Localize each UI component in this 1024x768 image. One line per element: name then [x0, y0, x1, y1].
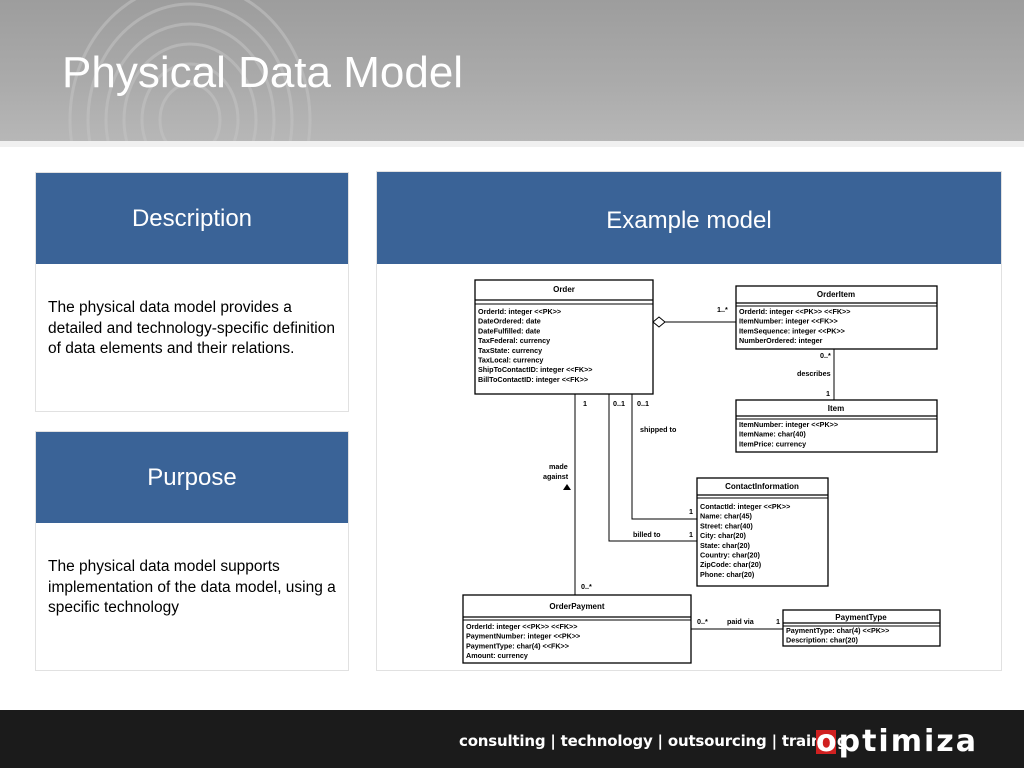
- entity-paymenttype-title: PaymentType: [835, 613, 887, 622]
- entity-order-title: Order: [553, 285, 575, 294]
- purpose-panel: Purpose The physical data model supports…: [35, 431, 349, 671]
- entity-attribute: ItemSequence: integer <<PK>>: [739, 326, 845, 335]
- description-heading: Description: [36, 173, 348, 264]
- example-heading: Example model: [377, 172, 1001, 264]
- relation-label: describes: [797, 369, 831, 378]
- entity-attribute: ItemName: char(40): [739, 430, 806, 439]
- entity-orderitem-attributes: OrderId: integer <<PK>> <<FK>> ItemNumbe…: [739, 307, 850, 345]
- entity-attribute: Phone: char(20): [700, 570, 755, 579]
- entity-order: Order OrderId: integer <<PK>> DateOrdere…: [474, 279, 654, 395]
- relation-labels: 1..* 0..* describes 1 1 0..1 0..1 shippe…: [543, 305, 831, 626]
- entity-attribute: DateOrdered: date: [478, 317, 541, 326]
- entity-attribute: Amount: currency: [466, 651, 528, 660]
- slide-title: Physical Data Model: [62, 48, 464, 97]
- entity-item-attributes: ItemNumber: integer <<PK>> ItemName: cha…: [739, 420, 838, 448]
- entity-contactinformation-attributes: ContactId: integer <<PK>> Name: char(45)…: [700, 502, 790, 579]
- entity-orderpayment-attributes: OrderId: integer <<PK>> <<FK>> PaymentNu…: [466, 622, 580, 660]
- header-divider: [0, 141, 1024, 147]
- title-banner: Physical Data Model: [0, 0, 1024, 141]
- entity-order-attributes: OrderId: integer <<PK>> DateOrdered: dat…: [478, 307, 592, 384]
- entity-attribute: BillToContactID: integer <<FK>>: [478, 375, 588, 384]
- entity-attribute: Street: char(40): [700, 521, 753, 530]
- entity-attribute: State: char(20): [700, 541, 751, 550]
- multiplicity-label: 1: [583, 399, 587, 408]
- entity-attribute: Description: char(20): [786, 636, 858, 645]
- entity-attribute: ShipToContactID: integer <<FK>>: [478, 365, 592, 374]
- entity-contactinformation: ContactInformation ContactId: integer <<…: [696, 477, 829, 587]
- entity-attribute: OrderId: integer <<PK>>: [478, 307, 561, 316]
- aggregation-diamond: [652, 316, 666, 328]
- relation-label: paid via: [727, 617, 755, 626]
- entity-attribute: Name: char(45): [700, 512, 753, 521]
- entity-attribute: PaymentNumber: integer <<PK>>: [466, 632, 580, 641]
- diagram-connectors: [574, 316, 835, 630]
- entity-attribute: ItemPrice: currency: [739, 439, 806, 448]
- entity-contactinformation-title: ContactInformation: [725, 482, 799, 491]
- entity-orderpayment-title: OrderPayment: [549, 602, 604, 611]
- entity-attribute: OrderId: integer <<PK>> <<FK>>: [466, 622, 577, 631]
- purpose-text: The physical data model supports impleme…: [48, 558, 336, 616]
- entity-item-title: Item: [828, 404, 844, 413]
- entity-attribute: DateFulfilled: date: [478, 326, 540, 335]
- entity-attribute: PaymentType: char(4) <<FK>>: [466, 641, 569, 650]
- multiplicity-label: 1: [826, 389, 830, 398]
- footer-bar: consulting | technology | outsourcing | …: [0, 710, 1024, 768]
- description-text: The physical data model provides a detai…: [48, 299, 335, 357]
- entity-item: Item ItemNumber: integer <<PK>> ItemName…: [735, 399, 938, 453]
- footer-tagline: consulting | technology | outsourcing | …: [459, 732, 848, 750]
- multiplicity-label: 0..1: [613, 399, 625, 408]
- entity-paymenttype: PaymentType PaymentType: char(4) <<PK>> …: [782, 609, 941, 647]
- optimiza-logo: optimiza: [816, 724, 978, 759]
- entity-attribute: NumberOrdered: integer: [739, 336, 823, 345]
- multiplicity-label: 0..*: [581, 582, 592, 591]
- entity-attribute: City: char(20): [700, 531, 747, 540]
- billed-to-connector: [608, 394, 697, 542]
- entity-attribute: OrderId: integer <<PK>> <<FK>>: [739, 307, 850, 316]
- shipped-to-connector: [631, 394, 697, 520]
- multiplicity-label: 0..*: [820, 351, 831, 360]
- fingerprint-watermark: [68, 0, 312, 141]
- multiplicity-label: 1..*: [717, 305, 728, 314]
- entity-attribute: ItemNumber: integer <<PK>>: [739, 420, 838, 429]
- entity-attribute: ZipCode: char(20): [700, 560, 762, 569]
- relation-label: against: [543, 472, 569, 481]
- entity-orderpayment: OrderPayment OrderId: integer <<PK>> <<F…: [462, 594, 692, 664]
- entity-attribute: TaxFederal: currency: [478, 336, 550, 345]
- entity-orderitem: OrderItem OrderId: integer <<PK>> <<FK>>…: [735, 285, 938, 350]
- entity-attribute: PaymentType: char(4) <<PK>>: [786, 626, 889, 635]
- multiplicity-label: 1: [689, 530, 693, 539]
- relation-label: billed to: [633, 530, 661, 539]
- multiplicity-label: 1: [776, 617, 780, 626]
- multiplicity-label: 0..1: [637, 399, 649, 408]
- example-panel: Example model: [376, 171, 1002, 671]
- multiplicity-label: 0..*: [697, 617, 708, 626]
- entity-attribute: Country: char(20): [700, 551, 761, 560]
- entity-attribute: ItemNumber: integer <<FK>>: [739, 317, 838, 326]
- description-panel: Description The physical data model prov…: [35, 172, 349, 412]
- entity-orderitem-title: OrderItem: [817, 290, 855, 299]
- entity-attribute: TaxLocal: currency: [478, 356, 543, 365]
- optimiza-logo-mark: [816, 730, 836, 754]
- relation-label: made: [549, 462, 568, 471]
- physical-data-model-diagram: Order OrderId: integer <<PK>> DateOrdere…: [462, 279, 941, 664]
- entity-attribute: TaxState: currency: [478, 346, 542, 355]
- entity-attribute: ContactId: integer <<PK>>: [700, 502, 790, 511]
- relation-label: shipped to: [640, 425, 677, 434]
- entity-paymenttype-attributes: PaymentType: char(4) <<PK>> Description:…: [786, 626, 889, 645]
- purpose-heading: Purpose: [36, 432, 348, 523]
- multiplicity-label: 1: [689, 507, 693, 516]
- reading-direction-arrow: [563, 484, 571, 490]
